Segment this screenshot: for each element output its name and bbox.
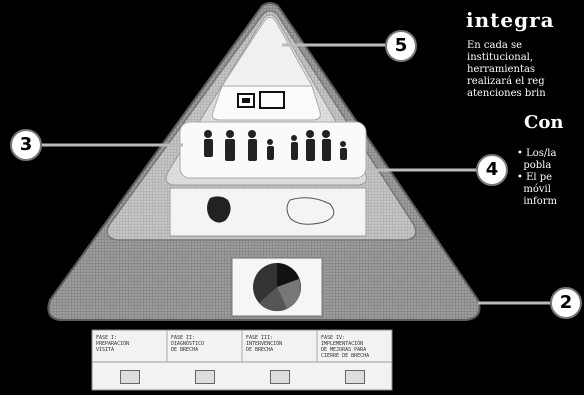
phase-1: FASE I: PREPARACIÓN VISITA [92,332,167,362]
phase-3: FASE III: INTERVENCIÓN DE BRECHA [242,332,317,362]
phase-line: DE BRECHA [246,347,313,353]
badge-3: 3 [10,129,42,161]
description-paragraph: En cada se institucional, herramientas r… [467,40,584,100]
document-icon [120,370,140,384]
screen-icon [270,370,290,384]
bullet-item: • El pe [517,172,584,184]
chart-icon [195,370,215,384]
paragraph-line: En cada se [467,40,584,52]
tools-icon [345,370,365,384]
paragraph-line: realizará el reg [467,76,584,88]
bullet-text: El pe [526,172,552,183]
bullet-item: • Los/la [517,148,584,160]
bullet-item-cont: inform [517,196,584,208]
paragraph-line: herramientas [467,64,584,76]
paragraph-line: institucional, [467,52,584,64]
phase-4: FASE IV: IMPLEMENTACIÓN DE MEJORAS PARA … [317,332,392,362]
badge-5: 5 [385,30,417,62]
badge-2: 2 [550,287,582,319]
phase-2: FASE II: DIAGNÓSTICO DE BRECHA [167,332,242,362]
phase-line: DE BRECHA [171,347,238,353]
monitor-icon [238,92,284,108]
phase-icons-row [92,366,392,388]
section-heading: integra [466,8,555,32]
bullet-text: pobla [523,160,551,171]
paragraph-line: atenciones brin [467,88,584,100]
map-icon [170,188,366,236]
bullet-text: móvil [523,184,551,195]
bullet-item-cont: pobla [517,160,584,172]
phase-line: CIERRE DE BRECHA [321,353,388,359]
bullet-item-cont: móvil [517,184,584,196]
bullet-text: Los/la [526,148,556,159]
pie-chart-icon [253,263,301,311]
bullet-text: inform [523,196,557,207]
badge-4: 4 [476,154,508,186]
phases-row: FASE I: PREPARACIÓN VISITA FASE II: DIAG… [92,332,392,362]
bullet-list: • Los/la pobla • El pe móvil inform [517,148,584,208]
subheading: Con [524,112,563,133]
phase-line: VISITA [96,347,163,353]
